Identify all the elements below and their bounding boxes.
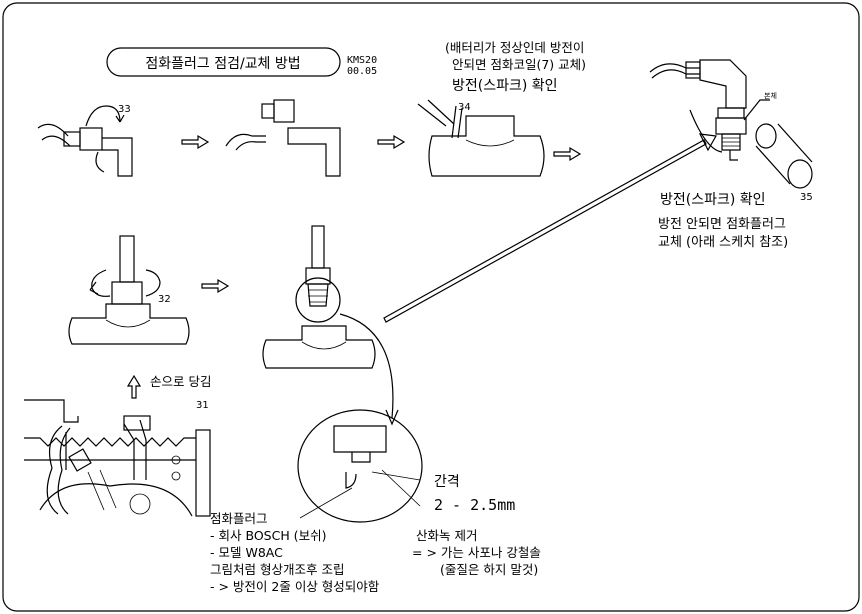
magnified-electrode-figure [297, 409, 423, 523]
plug-removal-figure [68, 235, 190, 345]
pull-by-hand-label: 손으로 당김 [150, 374, 211, 389]
oxide-heading: 산화녹 제거 [416, 528, 477, 543]
doc-code: KMS20 [347, 55, 377, 66]
callout-33: 33 [118, 104, 131, 115]
spark-check-right: 방전(스파크) 확인 [660, 192, 766, 208]
arrow-step-3 [553, 146, 582, 162]
replace-note-line2: 교체 (아래 스케치 참조) [658, 235, 788, 250]
callout-32: 32 [158, 294, 171, 305]
arrow-step-1 [181, 134, 210, 150]
battery-note-line1: (배터리가 정상인데 방전이 [445, 40, 584, 55]
arrow-step-2 [377, 134, 406, 150]
title-label: 점화플러그 점검/교체 방법 [145, 56, 300, 72]
step-spark-check-figure [417, 99, 545, 177]
replace-note-line1: 방전 안되면 점화플러그 [658, 217, 786, 232]
spark-check-top: 방전(스파크) 확인 [452, 78, 558, 94]
diagonal-arrow [383, 139, 707, 323]
spec-heading: 점화플러그 [210, 511, 268, 526]
plug-inspect-figure [262, 225, 399, 426]
plug-ground-figure [649, 59, 813, 189]
callout-31: 31 [196, 400, 209, 411]
battery-note-line2: 안되면 점화코일(7) 교체) [452, 57, 586, 72]
arrow-step-4 [201, 278, 230, 294]
gap-value: 2 - 2.5mm [434, 496, 515, 514]
engine-detail-figure [24, 399, 211, 517]
oxide-line2: (줄질은 하지 말것) [440, 562, 538, 577]
plug-small-label: 본체 [764, 92, 777, 100]
spec-assembly: 그림처럼 형상개조후 조립 [210, 562, 344, 577]
diagonal-arrow-head [698, 133, 717, 152]
gap-label: 간격 [434, 474, 460, 490]
arrow-pull-up [126, 374, 142, 399]
spec-model: - 모델 W8AC [210, 545, 283, 560]
callout-34: 34 [458, 102, 471, 113]
spec-discharge: - > 방전이 2줄 이상 형성되야함 [210, 579, 380, 594]
spec-company: - 회사 BOSCH (보쉬) [210, 528, 326, 543]
step-cap-twist-figure [37, 105, 133, 177]
oxide-line1: = > 가는 사포나 강철솔 [412, 545, 541, 560]
callout-35: 35 [800, 192, 813, 203]
step-cap-removed-figure [225, 99, 341, 177]
doc-date: 00.05 [347, 66, 377, 77]
title-pill [106, 47, 341, 77]
